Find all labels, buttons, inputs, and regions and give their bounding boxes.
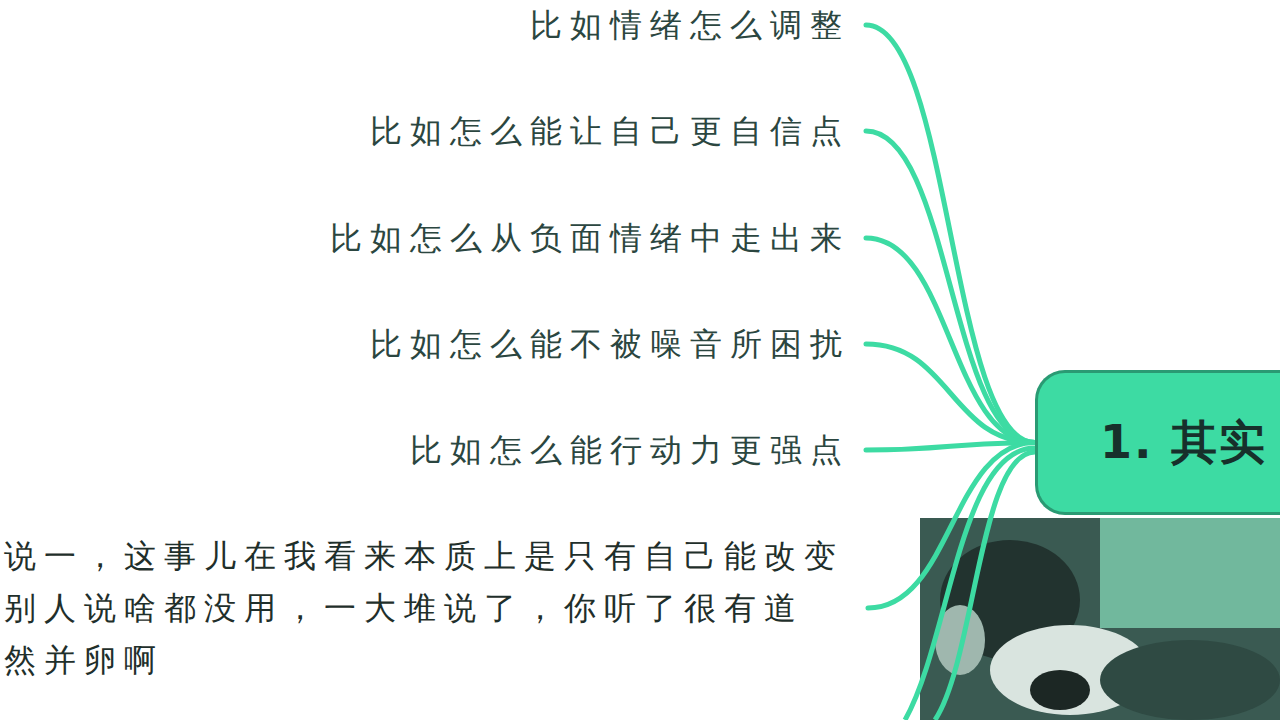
topic-text: 比如怎么能不被噪音所困扰 <box>370 324 850 364</box>
node-text: 比如怎么能让自己更自信点 <box>370 111 850 151</box>
photo-ground <box>920 518 1280 720</box>
branch-connector <box>866 131 1035 443</box>
node-text: 比如怎么从负面情绪中走出来 <box>330 218 850 258</box>
node-text: 比如怎么能不被噪音所困扰 <box>370 324 850 364</box>
topic-text: 比如情绪怎么调整 <box>530 5 850 45</box>
branch-line <box>935 452 1035 720</box>
photo-shape <box>1100 640 1280 720</box>
photo-light <box>1100 518 1280 628</box>
node-text: 比如情绪怎么调整 <box>530 5 850 45</box>
node-text: 说一，这事儿在我看来本质上是只有自己能改变 别人说啥都没用，一大堆说了，你听了很… <box>4 530 852 686</box>
node-text: 比如怎么能行动力更强点 <box>410 430 850 470</box>
note-paragraph: 说一，这事儿在我看来本质上是只有自己能改变 别人说啥都没用，一大堆说了，你听了很… <box>4 530 852 686</box>
branch-connector <box>866 25 1035 443</box>
branch-connector <box>866 238 1035 443</box>
branch-connector <box>868 443 1035 609</box>
topic-text: 比如怎么能行动力更强点 <box>410 430 850 470</box>
branch-connector <box>866 344 1035 443</box>
topic-text: 比如怎么从负面情绪中走出来 <box>330 218 850 258</box>
photo-shape <box>1030 670 1090 710</box>
topic-text: 比如怎么能让自己更自信点 <box>370 111 850 151</box>
central-topic: 1. 其实 <box>1035 370 1280 515</box>
node-text: 1. 其实 <box>1100 412 1268 474</box>
